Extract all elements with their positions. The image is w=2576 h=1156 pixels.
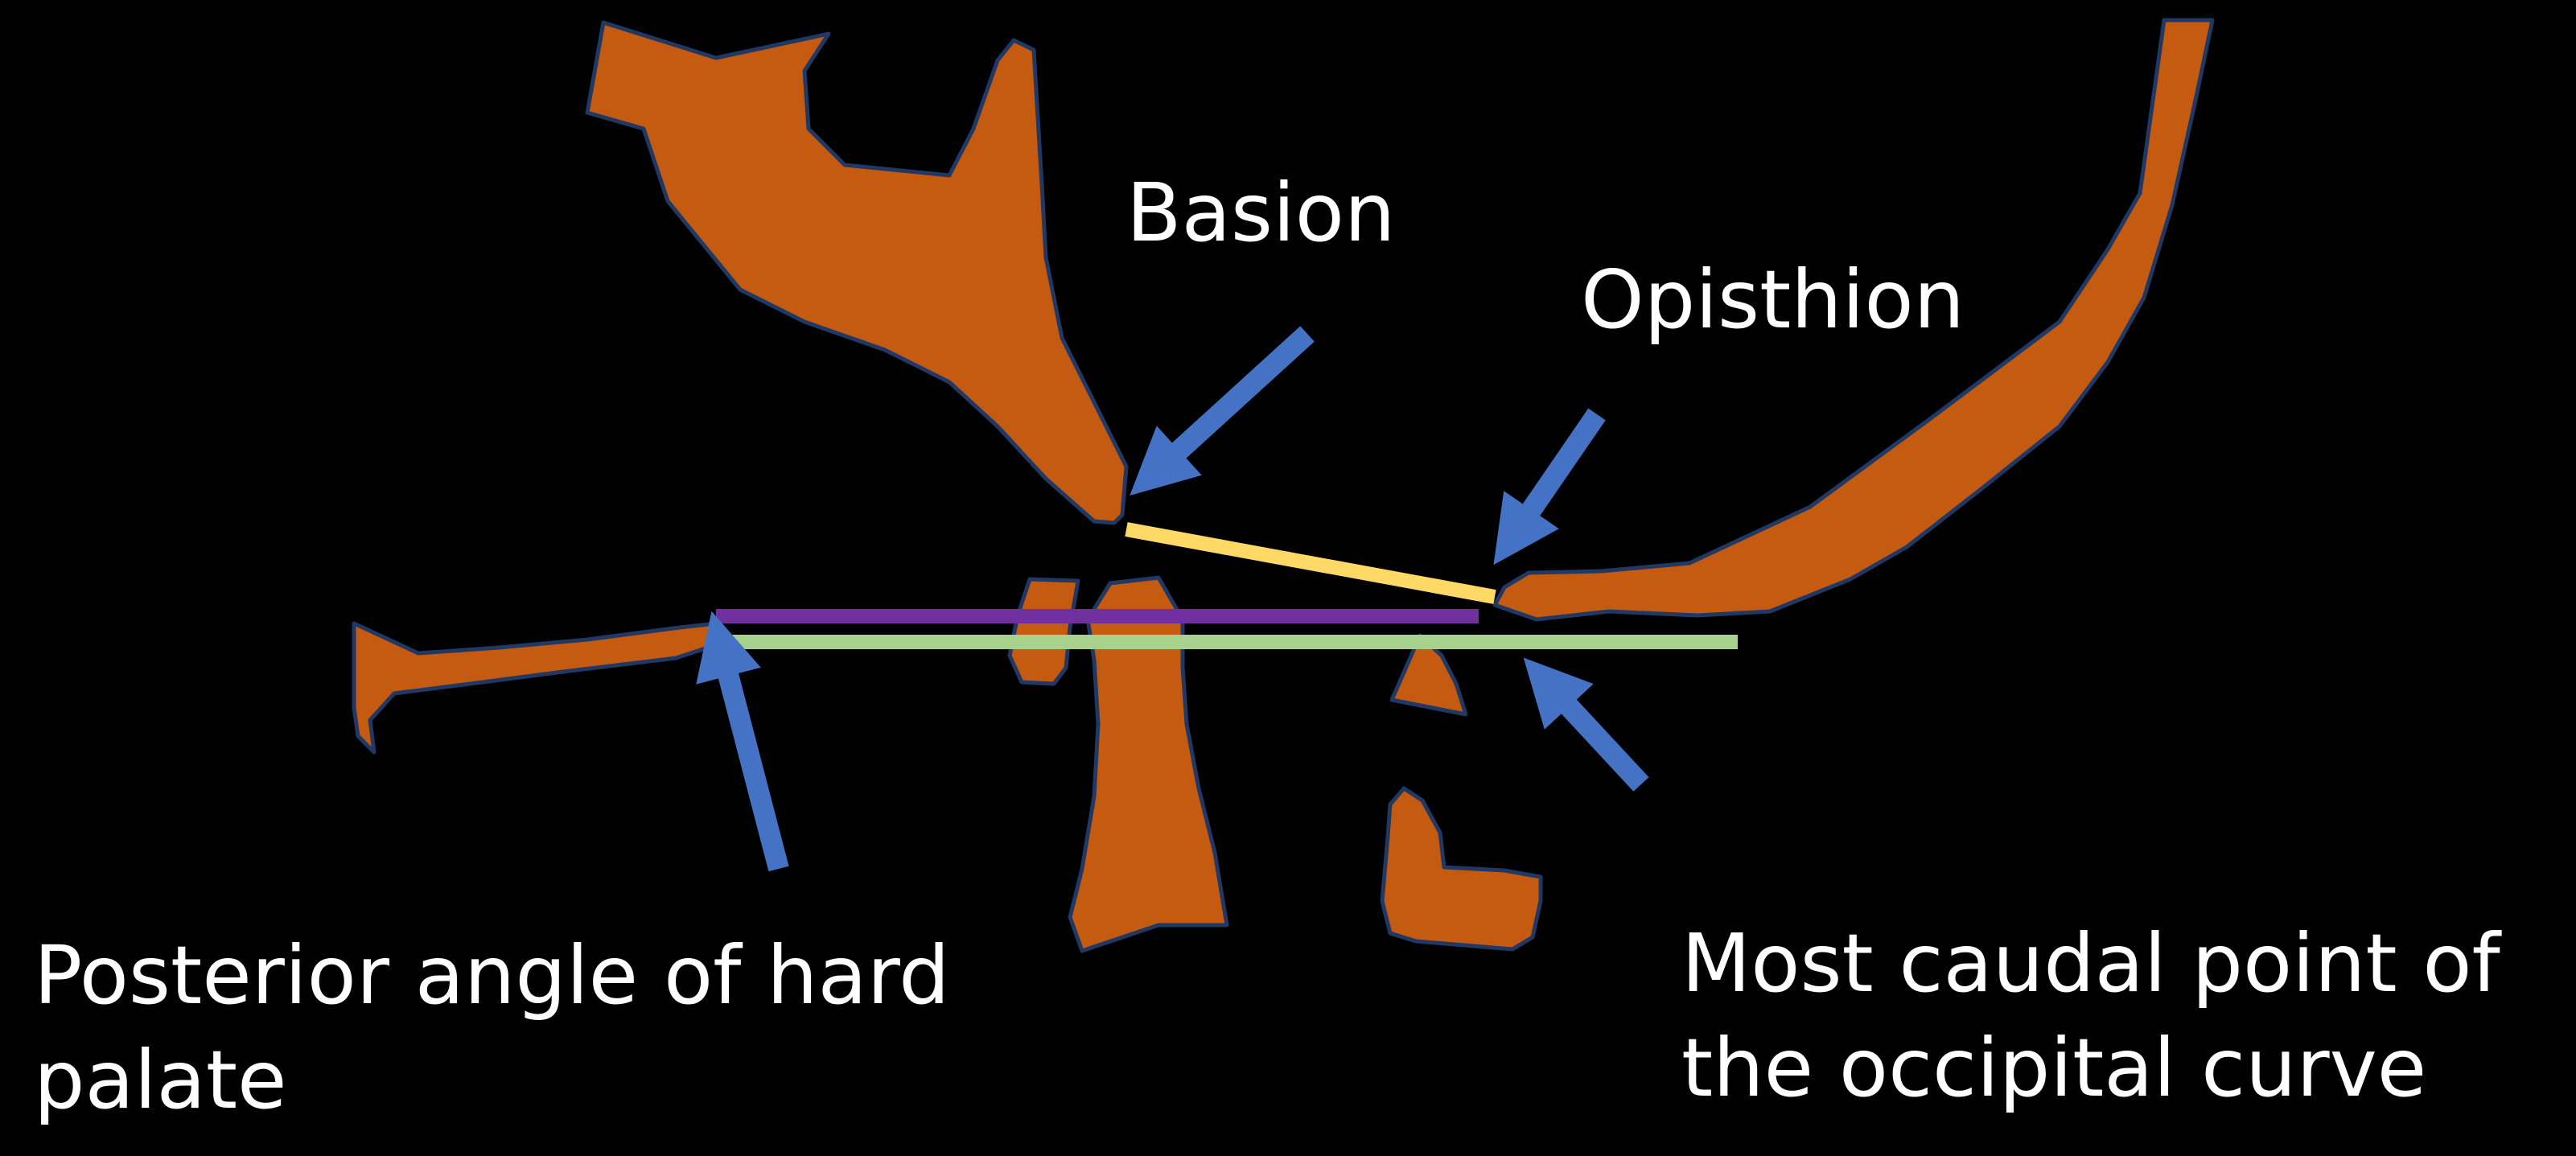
label-occipital-line-1: Most caudal point of [1681, 911, 2500, 1016]
arrow-basion [1154, 334, 1307, 473]
anterior-arch-shape [1010, 579, 1078, 684]
basion-opisthion-line [1126, 529, 1495, 597]
label-basion: Basion [1126, 161, 1395, 265]
label-posterior-angle-hard-palate: Posterior angle of hard palate [34, 924, 950, 1133]
label-opisthion: Opisthion [1581, 248, 1965, 352]
label-occipital-line-2: the occipital curve [1681, 1016, 2500, 1121]
arrow-hard-palate [720, 644, 779, 869]
label-palate-line-2: palate [34, 1028, 950, 1133]
hard-palate-shape [354, 623, 720, 752]
skull-base-upper-shape [587, 23, 1126, 523]
arrow-opisthion [1512, 414, 1597, 537]
label-most-caudal-point-occipital-curve: Most caudal point of the occipital curve [1681, 911, 2500, 1121]
label-palate-line-1: Posterior angle of hard [34, 924, 950, 1028]
dens-shape [1070, 578, 1227, 951]
arrow-occipital-curve [1546, 682, 1641, 784]
c1-posterior-tubercle-shape [1382, 788, 1541, 949]
